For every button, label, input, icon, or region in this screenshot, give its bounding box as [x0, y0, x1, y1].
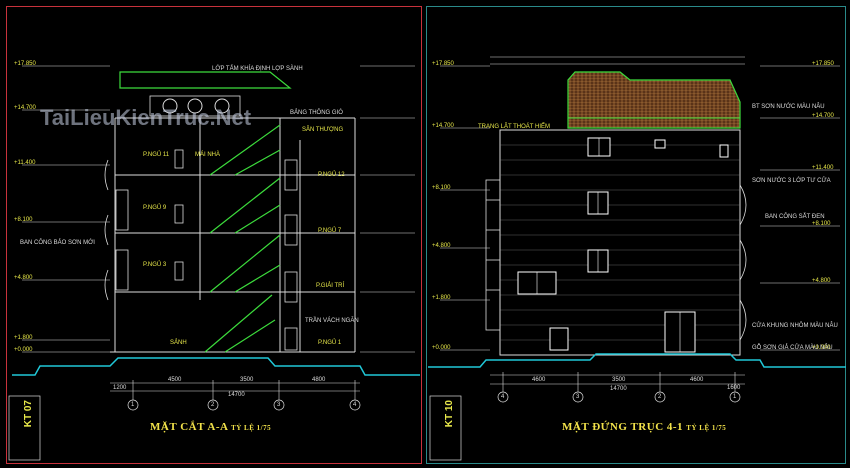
room-label: MÁI NHÀ	[195, 152, 221, 158]
note-label: GỖ SƠN GIẢ CỬA MÀU NÂU	[752, 345, 833, 351]
sheet-code: KT 10	[444, 400, 455, 428]
left-drawing-sheet	[6, 6, 422, 464]
note-label: BAN CÔNG BẢO SƠN MỚI	[20, 240, 95, 246]
level-label: +0.000	[432, 345, 451, 351]
elevation-title: MẶT ĐỨNG TRỤC 4-1 TỶ LỆ 1/75	[562, 421, 726, 433]
room-label: P.GIẢI TRÍ	[316, 283, 345, 289]
dim-label: 1200	[113, 385, 127, 391]
stair-flights	[204, 124, 281, 353]
sheet-code: KT 07	[23, 400, 34, 428]
room-label: P.NGỦ 11	[143, 152, 170, 158]
dim-label: 4800	[312, 377, 326, 383]
level-label: +14.700	[14, 105, 36, 111]
room-label: P.NGỦ 9	[143, 205, 167, 211]
level-label: +0.000	[812, 345, 831, 351]
note-label: BẢNG THÔNG GIÓ	[290, 110, 343, 116]
axis-label: 4	[353, 402, 357, 408]
dim-label: 4600	[532, 377, 546, 383]
level-label: +17.850	[812, 61, 834, 67]
level-label: +8.100	[14, 217, 33, 223]
level-label: +14.700	[432, 123, 454, 129]
dim-total-label: 14700	[610, 386, 627, 392]
level-label: +4.800	[812, 278, 831, 284]
dim-label: 1600	[727, 385, 741, 391]
room-label: P.NGỦ 12	[318, 172, 345, 178]
elevation-facade	[499, 129, 741, 356]
dim-label: 3500	[612, 377, 626, 383]
level-label: +14.700	[812, 113, 834, 119]
axis-label: 1	[131, 402, 135, 408]
title-block-right: KT 10	[430, 396, 461, 460]
axis-label: 4	[501, 394, 505, 400]
section-title-text: MẶT CẮT A-A	[150, 421, 228, 433]
note-label: CỬA KHUNG NHÔM MÀU NÂU	[752, 323, 838, 329]
note-label: BAN CÔNG SẮT ĐEN	[765, 214, 825, 220]
axis-label: 3	[277, 402, 281, 408]
level-label: +11.400	[812, 165, 834, 171]
title-block-left: KT 07	[9, 396, 40, 460]
elevation-title-text: MẶT ĐỨNG TRỤC 4-1	[562, 421, 684, 433]
level-label: +11.400	[14, 160, 36, 166]
level-label: +8.100	[432, 185, 451, 191]
note-label: TRANG LẬT THOÁT HIỂM	[478, 124, 551, 130]
level-label: +1.800	[432, 295, 451, 301]
room-label: P.NGỦ 3	[143, 262, 167, 268]
axis-label: 2	[211, 402, 215, 408]
note-label: SƠN NƯỚC 3 LỚP TƯ CỬA	[752, 178, 831, 184]
note-label: BT SƠN NƯỚC MÀU NÂU	[752, 104, 825, 110]
axis-label: 3	[576, 394, 580, 400]
level-label: +4.800	[14, 275, 33, 281]
level-label: +17.850	[14, 61, 36, 67]
room-label: SẢNH	[170, 340, 187, 346]
dim-total-label: 14700	[228, 392, 245, 398]
room-label: SÂN THƯỢNG	[302, 127, 344, 133]
level-label: +17.850	[432, 61, 454, 67]
dim-label: 4500	[168, 377, 182, 383]
axis-label: 2	[658, 394, 662, 400]
room-label: P.NGỦ 1	[318, 340, 342, 346]
level-label: +8.100	[812, 221, 831, 227]
axis-label: 1	[733, 394, 737, 400]
level-label: +4.800	[432, 243, 451, 249]
elevation-scale: TỶ LỆ 1/75	[686, 424, 727, 432]
level-label: +1.800	[14, 335, 33, 341]
right-drawing-sheet	[426, 6, 846, 464]
note-label: TRẦN VÁCH NGĂN	[305, 318, 359, 324]
section-title: MẶT CẮT A-A TỶ LỆ 1/75	[150, 421, 271, 433]
section-scale: TỶ LỆ 1/75	[231, 424, 272, 432]
note-label: LỚP TẤM KHÍA ĐỊNH LỢP SÀNH	[212, 66, 303, 72]
level-label: +0.000	[14, 347, 33, 353]
watermark-logo: TaiLieuKienTruc.Net	[40, 105, 252, 130]
room-label: P.NGỦ 7	[318, 228, 342, 234]
dim-label: 4600	[690, 377, 704, 383]
dim-label: 3500	[240, 377, 254, 383]
